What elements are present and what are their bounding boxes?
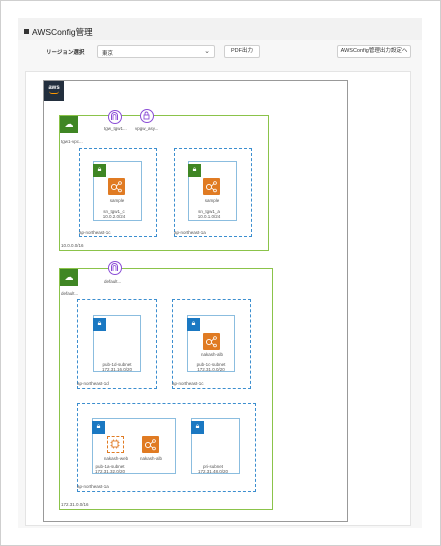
- subnet-lock-icon: 🔒︎: [188, 164, 201, 177]
- region-select-value: 東京: [102, 51, 114, 57]
- lambda-resource-icon[interactable]: [203, 178, 220, 195]
- subnet-pub-1d[interactable]: [93, 315, 141, 372]
- resource-label: sample: [204, 198, 220, 203]
- title-marker-icon: [24, 29, 29, 34]
- vpc-cidr: 10.0.0.0/16: [61, 243, 84, 248]
- chevron-down-icon: ⌄: [204, 48, 210, 55]
- subnet-cidr: 172.31.16.0/20: [101, 367, 133, 372]
- subnet-name: pub-1a-subnet: [95, 464, 125, 469]
- load-balancer-icon[interactable]: [142, 436, 159, 453]
- resource-label: nakash-alb: [139, 456, 162, 461]
- az-label: ap-northeast-1a: [174, 230, 206, 235]
- subnet-name: pub-1d-subnet: [102, 362, 132, 367]
- az-label: ap-northeast-1c: [79, 230, 111, 235]
- vpc-name: default...: [61, 291, 79, 296]
- aws-logo: aws: [44, 81, 64, 101]
- subnet-cidr: 172.31.0.0/20: [197, 367, 225, 372]
- resource-label: nakash-web: [103, 456, 129, 461]
- subnet-name: sn_tgw1_c: [103, 209, 125, 214]
- az-label: ap-northeast-1d: [77, 381, 109, 386]
- subnet-cidr: 10.0.2.0/24: [102, 214, 126, 219]
- subnet-cidr: 172.31.32.0/20: [94, 469, 126, 474]
- subnet-lock-icon: 🔒︎: [187, 318, 200, 331]
- region-select[interactable]: 東京 ⌄: [97, 45, 215, 58]
- page-title-text: AWSConfig管理: [32, 27, 93, 37]
- subnet-lock-icon: 🔒︎: [93, 318, 106, 331]
- subnet-lock-icon: 🔒︎: [93, 164, 106, 177]
- subnet-cidr: 172.31.48.0/20: [197, 469, 229, 474]
- lambda-resource-icon[interactable]: [108, 178, 125, 195]
- az-label: ap-northeast-1a: [77, 484, 109, 489]
- vpn-gateway-icon[interactable]: [140, 109, 154, 123]
- subnet-name: pri-subnet: [202, 464, 223, 469]
- transit-gateway-icon[interactable]: [108, 110, 122, 124]
- vpc-cloud-icon: ☁: [60, 269, 78, 286]
- vpn-gateway-label: vpgw_asy...: [135, 126, 159, 131]
- resource-label: sample: [109, 198, 125, 203]
- config-settings-button[interactable]: AWSConfig管理出力設定へ: [337, 45, 411, 58]
- subnet-lock-icon: 🔒︎: [92, 421, 105, 434]
- page-title: AWSConfig管理: [24, 26, 93, 38]
- subnet-pub-1a[interactable]: [92, 418, 176, 474]
- subnet-name: sn_tgw1_a: [198, 209, 220, 214]
- vpc-cidr: 172.31.0.0/16: [61, 502, 89, 507]
- load-balancer-icon[interactable]: [203, 333, 220, 350]
- subnet-cidr: 10.0.1.0/24: [197, 214, 221, 219]
- internet-gateway-label: default...: [104, 279, 122, 284]
- subnet-name: pub-1c-subnet: [196, 362, 226, 367]
- vpc-cloud-icon: ☁: [60, 116, 78, 133]
- az-label: ap-northeast-1c: [172, 381, 204, 386]
- resource-label: nakash-alb: [200, 352, 223, 357]
- internet-gateway-icon[interactable]: [108, 261, 122, 275]
- vpc-name: tgw1-vpc...: [61, 139, 83, 144]
- transit-gateway-label: tgw_tgw1...: [104, 126, 127, 131]
- pdf-export-button[interactable]: PDF出力: [224, 45, 260, 58]
- subnet-lock-icon: 🔒︎: [191, 421, 204, 434]
- region-label: リージョン選択: [46, 50, 85, 56]
- ec2-instance-icon[interactable]: [107, 436, 124, 453]
